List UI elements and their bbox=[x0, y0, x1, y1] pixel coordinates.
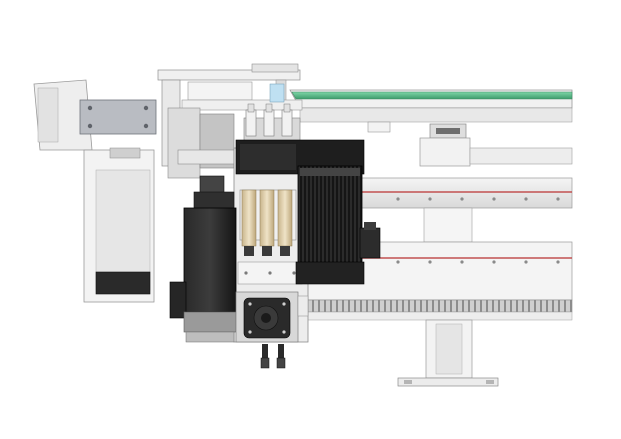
brass-cylinder-bank bbox=[237, 189, 303, 285]
servo-motor bbox=[295, 165, 381, 285]
support-leg-stand bbox=[397, 319, 499, 387]
pneumatic-valve-fittings bbox=[243, 83, 301, 143]
spindle-motor bbox=[169, 175, 237, 343]
upper-belt-conveyor bbox=[289, 89, 573, 133]
gearbox-flange bbox=[235, 291, 309, 343]
left-enclosure-frame bbox=[33, 79, 155, 303]
left-mounting-plate bbox=[79, 99, 157, 159]
cable-connectors bbox=[260, 344, 286, 369]
upper-linear-rail bbox=[359, 177, 573, 243]
linear-guide-carriage-top bbox=[419, 123, 573, 167]
top-bracket-assembly bbox=[157, 63, 303, 179]
